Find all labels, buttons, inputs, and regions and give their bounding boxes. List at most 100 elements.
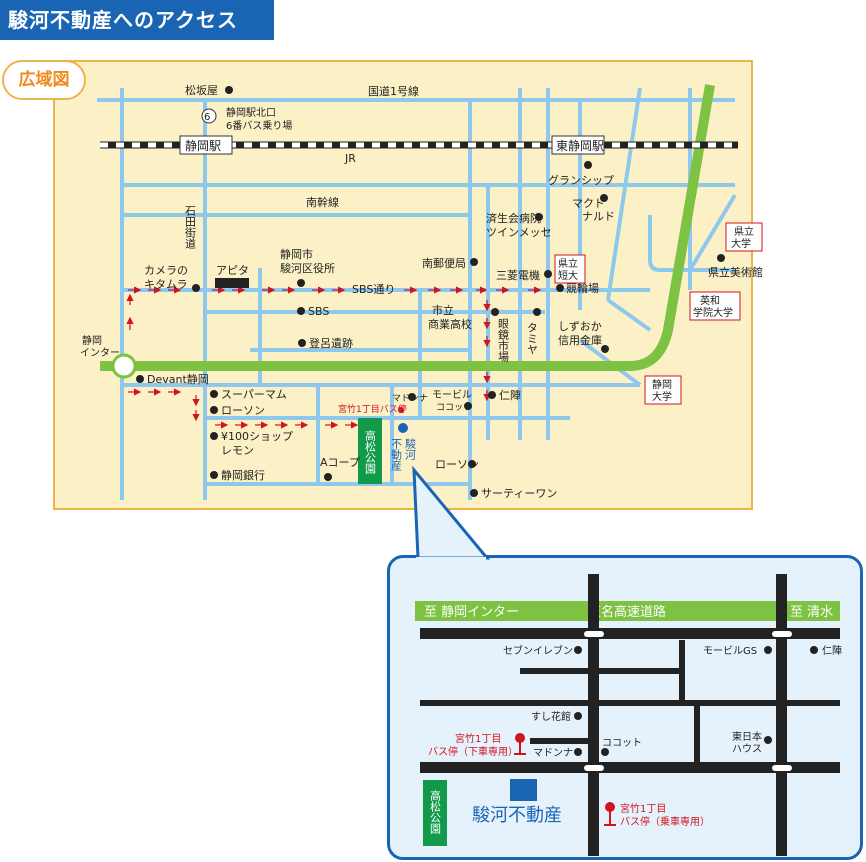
pl-sbs: SBS xyxy=(308,305,329,318)
pl-lawson2: ローソン xyxy=(435,458,479,471)
wide-highway xyxy=(100,84,715,371)
dl-cocot: ココット xyxy=(602,738,642,749)
pl-prefmuseum: 県立美術館 xyxy=(708,265,763,279)
box-pref-univ-1: 県立 xyxy=(734,225,754,238)
pl-acoop: Aコープ xyxy=(320,456,360,469)
company-wide-label: 不動産 xyxy=(390,438,403,472)
dl-higashinihon1: 東日本 xyxy=(732,730,762,743)
pl-grancip: グランシップ xyxy=(548,173,614,187)
detail-dots xyxy=(574,646,818,756)
pl-matsuzakaya: 松坂屋 xyxy=(185,83,218,97)
pl-mobil: モービル xyxy=(432,389,472,401)
box-eiwa-2: 学院大学 xyxy=(693,306,733,319)
pl-ward2: 駿河区役所 xyxy=(280,261,335,275)
detail-signals xyxy=(584,631,792,771)
dl-madonna: マドンナ xyxy=(533,747,573,759)
route-sbs: SBS通り xyxy=(352,283,395,296)
station-higashi-shizuoka: 東静岡駅 xyxy=(556,139,604,153)
ic-2: インター xyxy=(80,347,120,359)
pl-cocot: ココット xyxy=(436,403,472,413)
dl-nijin: 仁陣 xyxy=(822,644,842,657)
dl-seven: セブンイレブン xyxy=(503,644,573,657)
detail-hw-center: 東名高速道路 xyxy=(588,604,666,620)
bus-num: 6 xyxy=(204,112,210,123)
pl-shop100a: ¥100ショップ xyxy=(221,430,293,443)
pl-saiseikai2: ツインメッセ xyxy=(486,226,552,239)
detail-park xyxy=(423,780,447,846)
pl-keirin: 競輪場 xyxy=(566,281,599,295)
route-jr: JR xyxy=(344,152,356,165)
pl-apita: アピタ xyxy=(216,264,249,277)
interchange-marker xyxy=(111,353,137,379)
park-label: 高松公園 xyxy=(364,429,377,475)
pl-megane: 眼鏡市場 xyxy=(497,318,510,363)
callout-join xyxy=(416,557,486,561)
pl-thirtyone: サーティーワン xyxy=(481,487,557,500)
pl-bank: 静岡銀行 xyxy=(221,468,265,482)
dl-busdrop2: バス停（下車専用） xyxy=(428,745,518,758)
pl-ward1: 静岡市 xyxy=(280,247,313,261)
pl-shop100b: レモン xyxy=(221,444,254,457)
route-arrows xyxy=(126,286,542,429)
detail-labels: セブンイレブン モービルGS 仁陣 すし花館 ココット マドンナ 東日本 ハウス… xyxy=(428,644,842,828)
dl-mobil: モービルGS xyxy=(703,645,757,657)
pl-kitamura1: カメラの xyxy=(144,264,188,277)
pl-saiseikai1: 済生会病院 xyxy=(486,211,541,225)
page-title: 駿河不動産へのアクセス xyxy=(0,0,274,40)
detail-busstop-drop xyxy=(514,733,526,755)
pl-tamiya: タミヤ xyxy=(526,322,539,355)
dl-busdrop1: 宮竹1丁目 xyxy=(455,732,501,745)
box-pref-jc-2: 短大 xyxy=(558,269,578,282)
pl-mcd2: ナルド xyxy=(582,210,615,223)
detail-park-label: 高松公園 xyxy=(429,789,442,835)
dl-higashinihon2: ハウス xyxy=(732,743,762,755)
detail-company-label: 駿河不動産 xyxy=(472,805,562,826)
detail-highway-band xyxy=(415,601,840,621)
route-national1: 国道1号線 xyxy=(368,84,419,98)
ic-1: 静岡 xyxy=(82,334,102,347)
dl-busboard1: 宮竹1丁目 xyxy=(620,802,666,815)
pl-nijin: 仁陣 xyxy=(499,389,521,402)
detail-hw-right: 至 清水 xyxy=(790,605,833,620)
box-eiwa-1: 英和 xyxy=(700,294,720,307)
pl-mcd1: マクド xyxy=(572,197,605,210)
pl-post: 南郵便局 xyxy=(422,257,466,270)
box-pref-jc-1: 県立 xyxy=(558,257,578,270)
pl-lawson1: ローソン xyxy=(221,404,265,417)
company-wide-pin xyxy=(398,423,408,433)
univ-boxes: 県立 大学 県立 短大 英和 学院大学 静岡 大学 xyxy=(554,222,763,405)
route-nankan: 南幹線 xyxy=(306,195,339,209)
box-pref-univ-2: 大学 xyxy=(731,237,751,250)
pl-shinkin1: しずおか xyxy=(558,320,602,333)
dl-sushi: すし花館 xyxy=(531,710,571,723)
bus-north-1: 静岡駅北口 xyxy=(226,106,276,119)
wide-roads xyxy=(97,87,737,500)
company-wide-prefix: 駿河 xyxy=(404,437,417,460)
pl-devant: Devant静岡 xyxy=(147,372,209,386)
detail-company-marker xyxy=(510,779,537,801)
park-block xyxy=(358,418,382,484)
pl-shinkin2: 信用金庫 xyxy=(558,333,602,347)
apita-block xyxy=(215,278,249,288)
station-box-higashi xyxy=(551,135,605,155)
place-labels: 松坂屋 グランシップ マクド ナルド 済生会病院 ツインメッセ 南郵便局 三菱電… xyxy=(144,83,763,500)
route-ishida: 石田街道 xyxy=(184,205,197,249)
pl-kitamura2: キタムラ xyxy=(144,278,187,291)
pl-busstop: 宮竹1丁目バス停 xyxy=(338,403,407,415)
station-box-shizuoka xyxy=(179,135,233,155)
box-sz-univ-2: 大学 xyxy=(652,390,672,403)
pl-school1: 市立 xyxy=(432,303,454,317)
pl-supermam: スーパーマム xyxy=(221,388,287,401)
wide-area-map xyxy=(53,60,753,510)
dl-busboard2: バス停（乗車専用） xyxy=(620,815,710,828)
pl-toro: 登呂遺跡 xyxy=(309,336,353,350)
pl-school2: 商業高校 xyxy=(428,317,472,331)
box-sz-univ-1: 静岡 xyxy=(652,378,672,391)
bus-north-2: 6番バス乗り場 xyxy=(226,119,292,132)
station-shizuoka: 静岡駅 xyxy=(185,139,221,153)
detail-roads xyxy=(420,574,840,856)
wide-busstop-pin xyxy=(398,407,404,413)
wide-area-label: 広域図 xyxy=(2,60,86,100)
bus-circle xyxy=(201,108,217,124)
